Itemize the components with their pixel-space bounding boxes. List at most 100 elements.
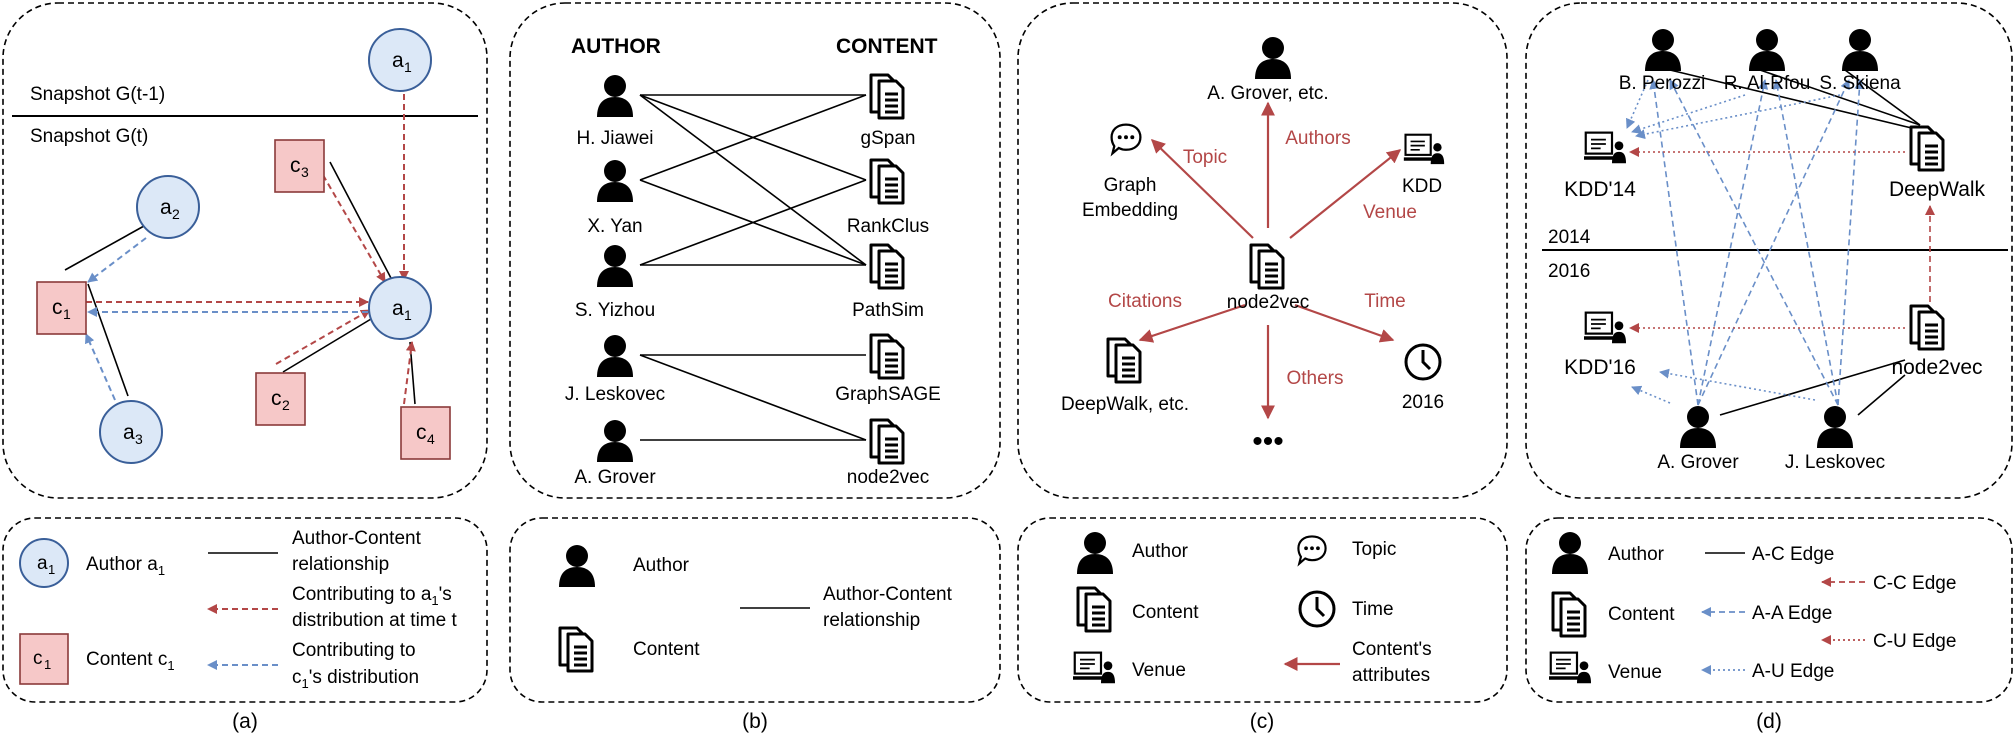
others-node: ••• [1252,425,1284,458]
year-2016-label: 2016 [1548,261,1590,282]
edge-time [1294,303,1395,343]
legend-aa-label: A-A Edge [1752,603,1832,624]
content-icon [869,158,905,205]
venue-node-label: KDD [1402,176,1442,197]
content-icon [1076,586,1112,633]
center-content-icon [1249,243,1285,290]
author-label-perozzi: B. Perozzi [1619,73,1706,94]
legend-cu-label: C-U Edge [1873,631,1956,652]
legend-venue-label: Venue [1608,662,1662,683]
author-icon [1255,37,1291,79]
year-2014-label: 2014 [1548,227,1591,248]
authors-node-label: A. Grover, etc. [1207,83,1328,104]
svg-text:a: a [123,421,135,444]
content-icon [869,73,905,120]
paper-label-node2vec: node2vec [1891,356,1982,379]
svg-text:c: c [33,648,43,669]
author-icon [1552,532,1588,574]
svg-text:2: 2 [172,206,180,222]
edge-c1-a2 [64,225,145,271]
caption-a: (a) [232,710,258,733]
content-icon [869,418,905,465]
svg-text:1: 1 [44,657,51,672]
edge-citations [1138,303,1246,343]
author-icon [1817,406,1853,448]
author-icon [1680,406,1716,448]
legend-content-label: Content c1 [86,649,175,673]
author-label: X. Yan [587,216,642,237]
content-icon [869,243,905,290]
venue-icon [1403,133,1445,166]
legend-cc-label: C-C Edge [1873,573,1956,594]
content-icon [558,626,594,673]
legend-b: Author Content Author-Content relationsh… [509,517,1001,703]
legend-attr-line1: Content's [1352,639,1432,660]
legend-topic-label: Topic [1352,539,1396,560]
edge-label-venue: Venue [1363,202,1417,223]
legend-red-line2: distribution at time t [292,610,457,631]
a-c-edges [1669,69,1921,416]
a-a-edges [1649,79,1865,406]
legend-blue-line1: Contributing to [292,640,416,661]
caption-d: (d) [1756,710,1782,733]
paper-label-deepwalk: DeepWalk [1889,178,1986,201]
legend-content-label: Content [633,639,700,660]
legend-c: Author Content Venue Topic Time Content'… [1017,517,1508,703]
edge-label-time: Time [1364,291,1406,312]
legend-attr-line2: attributes [1352,665,1430,686]
content-label: PathSim [852,300,924,321]
legend-author-label: Author [633,555,690,576]
edge-c2-a1-red [275,309,371,365]
clock-icon [1298,590,1336,628]
author-icon [1077,532,1113,574]
legend-red-line1: Contributing to a1's [292,584,452,608]
edge-c2-a1 [282,315,377,373]
content-label: RankClus [847,216,929,237]
svg-text:4: 4 [427,431,435,447]
svg-text:1: 1 [404,59,412,75]
edge-label-others: Others [1286,368,1343,389]
topic-node-label-2: Embedding [1082,200,1178,221]
author-label: H. Jiawei [576,128,653,149]
author-content-edges [639,94,867,441]
author-icon [559,545,595,587]
legend-content-label: Content [1608,604,1675,625]
citations-node-label: DeepWalk, etc. [1061,394,1189,415]
svg-text:a: a [160,196,172,219]
author-label-alrfou: R. Al-Rfou [1724,73,1811,94]
edge-c1-a3 [87,283,129,397]
topic-node-label-1: Graph [1104,175,1157,196]
author-label: J. Leskovec [565,384,665,405]
svg-text:c: c [52,296,63,319]
svg-text:3: 3 [301,164,309,180]
svg-text:a: a [392,49,404,72]
legend-venue-label: Venue [1132,660,1186,681]
author-icon [1749,29,1785,71]
legend-author-label: Author [1608,544,1665,565]
content-icon [869,333,905,380]
legend-au-label: A-U Edge [1752,661,1834,682]
svg-text:1: 1 [404,307,412,323]
venue-icon [1583,131,1627,165]
topic-icon [1297,535,1327,565]
edge-a2-c1-blue [87,237,147,283]
content-icon [1551,591,1587,638]
venue-label-kdd16: KDD'16 [1564,356,1636,379]
content-header: CONTENT [836,35,938,58]
legend-author-label: Author [1132,541,1189,562]
c-u-edges [1629,147,1905,333]
a-u-edges [1626,79,1841,404]
clock-icon [1404,343,1442,381]
legend-rel-line1: Author-Content [823,584,953,605]
svg-text:2: 2 [282,397,290,413]
snapshot-curr-label: Snapshot G(t) [30,126,148,147]
center-node-label: node2vec [1227,292,1309,313]
